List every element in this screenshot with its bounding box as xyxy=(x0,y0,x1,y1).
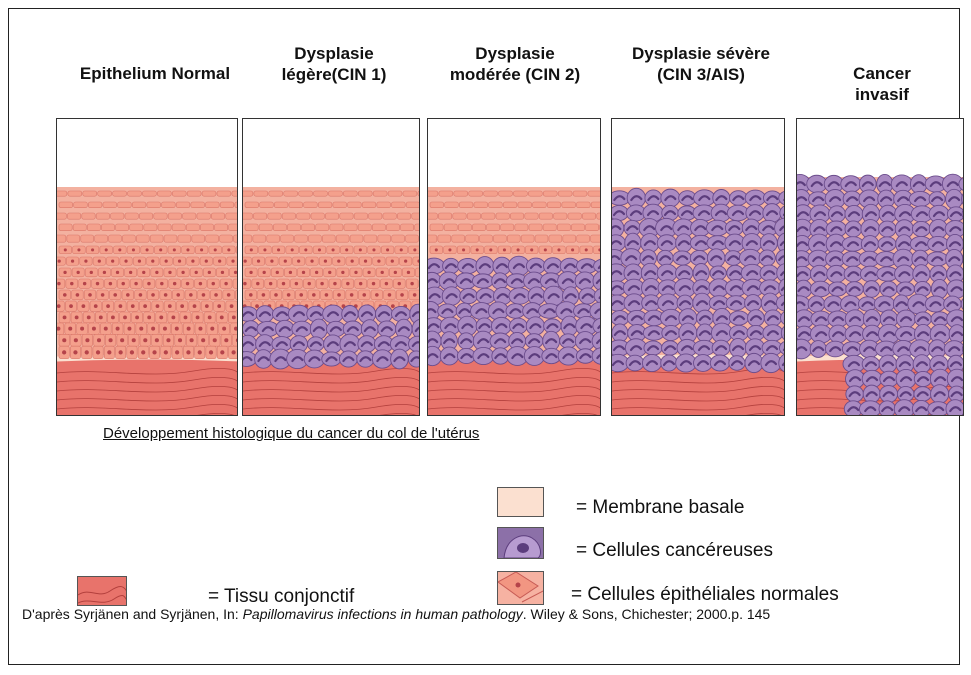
legend-label-membrane: = Membrane basale xyxy=(576,497,744,519)
panel-normal xyxy=(56,118,238,416)
legend-swatch-connective xyxy=(77,576,127,606)
panel-cin3 xyxy=(611,118,785,416)
reference-citation: D'après Syrjänen and Syrjänen, In: Papil… xyxy=(22,606,770,622)
reference-suffix: . Wiley & Sons, Chichester; 2000.p. 145 xyxy=(523,606,770,622)
panel-cin1-art xyxy=(243,119,420,416)
panel-cin3-art xyxy=(612,119,785,416)
panel-cin2-art xyxy=(428,119,601,416)
reference-title: Papillomavirus infections in human patho… xyxy=(243,606,523,622)
reference-prefix: D'après Syrjänen and Syrjänen, In: xyxy=(22,606,243,622)
stage-title-cin3: Dysplasie sévère (CIN 3/AIS) xyxy=(603,43,799,85)
stage-title-invasive: Cancer invasif xyxy=(798,63,966,105)
panel-cin2 xyxy=(427,118,601,416)
legend-label-normal: = Cellules épithéliales normales xyxy=(571,584,839,606)
legend-label-cancer: = Cellules cancéreuses xyxy=(576,540,773,562)
stage-title-cin1: Dysplasie légère(CIN 1) xyxy=(243,43,425,85)
legend-swatch-normal xyxy=(497,571,544,605)
legend-swatch-membrane xyxy=(497,487,544,517)
stage-title-cin2: Dysplasie modérée (CIN 2) xyxy=(423,43,607,85)
legend-swatch-cancer xyxy=(497,527,544,559)
panel-invasive xyxy=(796,118,964,416)
panel-cin1 xyxy=(242,118,420,416)
stage-title-normal: Epithelium Normal xyxy=(55,63,255,84)
legend-label-connective: = Tissu conjonctif xyxy=(208,586,354,608)
panel-invasive-art xyxy=(797,119,964,416)
panel-normal-art xyxy=(57,119,238,416)
figure-caption: Développement histologique du cancer du … xyxy=(103,425,479,442)
